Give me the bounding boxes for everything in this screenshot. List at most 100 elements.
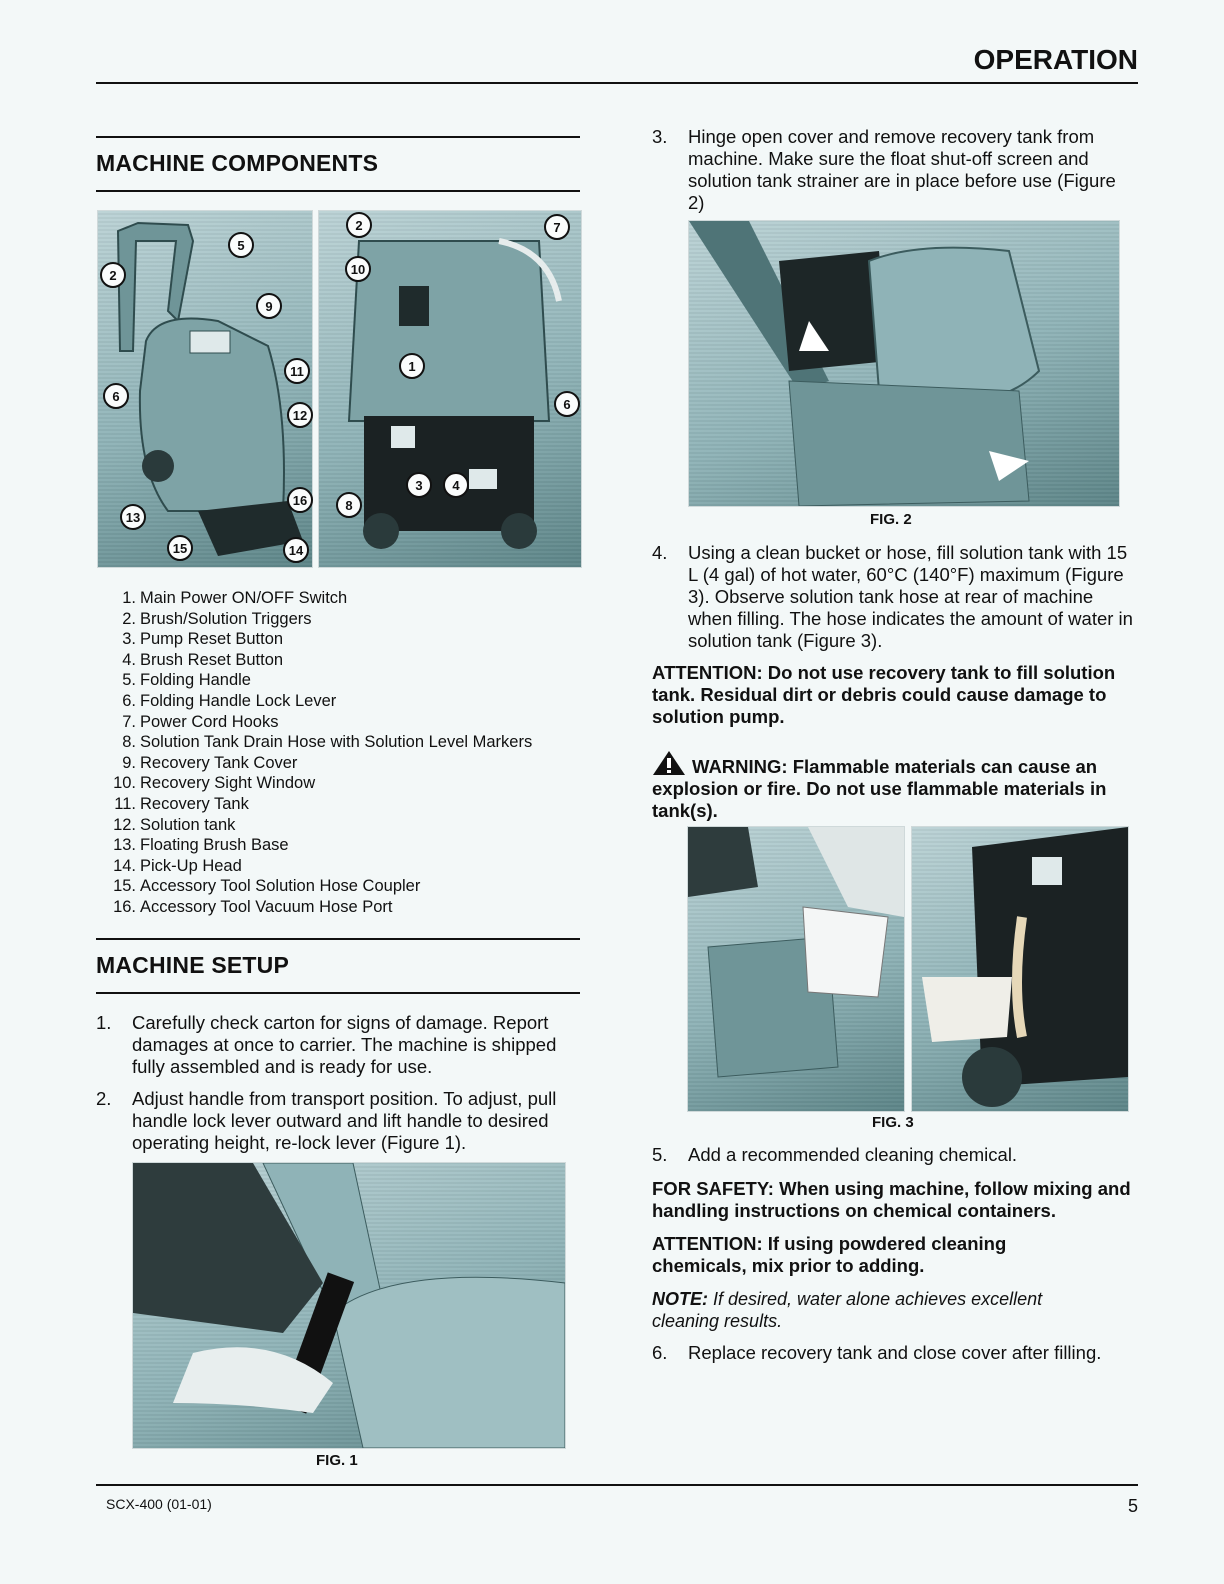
- list-item-label: Floating Brush Base: [140, 836, 289, 855]
- setup-step-1: 1. Carefully check carton for signs of d…: [96, 1012, 566, 1078]
- list-item-number: 3.: [122, 630, 136, 649]
- callout-16: 16: [287, 487, 313, 513]
- step-number: 3.: [652, 126, 668, 147]
- list-item-number: 10.: [113, 774, 136, 793]
- list-item-label: Accessory Tool Vacuum Hose Port: [140, 897, 393, 916]
- list-item-number: 2.: [122, 609, 136, 628]
- bucket-fill-illustration: [688, 827, 904, 1078]
- warning-flammable: WARNING: Flammable materials can cause a…: [652, 750, 1112, 822]
- list-item-label: Solution Tank Drain Hose with Solution L…: [140, 733, 533, 752]
- list-item-number: 15.: [113, 877, 136, 896]
- warning-triangle-icon: [653, 751, 685, 775]
- machine-rear-illustration: [347, 238, 562, 549]
- list-item-label: Recovery Tank Cover: [140, 753, 298, 772]
- attention-recovery-tank: ATTENTION: Do not use recovery tank to f…: [652, 662, 1116, 727]
- safety-instructions: FOR SAFETY: When using machine, follow m…: [652, 1178, 1131, 1221]
- step-number: 2.: [96, 1088, 112, 1109]
- list-item-label: Pick-Up Head: [140, 856, 242, 875]
- figure-3-photo-left: [687, 826, 905, 1112]
- setup-step-5: 5. Add a recommended cleaning chemical.: [652, 1144, 1138, 1166]
- callout-6-rear: 6: [554, 391, 580, 417]
- footer-rule: [96, 1484, 1138, 1486]
- list-item-label: Brush/Solution Triggers: [140, 609, 312, 628]
- step-text: Hinge open cover and remove recovery tan…: [688, 126, 1116, 213]
- list-item: 4.Brush Reset Button: [96, 650, 532, 671]
- callout-8: 8: [336, 492, 362, 518]
- list-item-label: Pump Reset Button: [140, 630, 284, 649]
- list-item: 15.Accessory Tool Solution Hose Coupler: [96, 876, 532, 897]
- callout-1: 1: [399, 353, 425, 379]
- note-water: NOTE: If desired, water alone achieves e…: [652, 1288, 1112, 1332]
- components-heading: MACHINE COMPONENTS: [96, 150, 379, 176]
- step-text: Using a clean bucket or hose, fill solut…: [688, 542, 1133, 651]
- list-item: 5.Folding Handle: [96, 670, 532, 691]
- setup-step-2: 2. Adjust handle from transport position…: [96, 1088, 572, 1154]
- list-item: 10.Recovery Sight Window: [96, 773, 532, 794]
- callout-3: 3: [406, 472, 432, 498]
- list-item: 2.Brush/Solution Triggers: [96, 609, 532, 630]
- setup-rule-top: [96, 938, 580, 940]
- callout-2: 2: [100, 262, 126, 288]
- recovery-tank-illustration: [689, 221, 1041, 506]
- callout-2-rear: 2: [346, 212, 372, 238]
- warning-text: WARNING: Flammable materials can cause a…: [652, 756, 1107, 821]
- figure-3-photo-right: [911, 826, 1129, 1112]
- note-label: NOTE:: [652, 1289, 708, 1309]
- section-rule-top: [96, 136, 580, 138]
- list-item-number: 4.: [122, 650, 136, 669]
- step-number: 6.: [652, 1342, 668, 1363]
- list-item: 11.Recovery Tank: [96, 794, 532, 815]
- drain-hose-illustration: [922, 827, 1128, 1107]
- list-item-label: Solution tank: [140, 815, 236, 834]
- list-item-label: Folding Handle Lock Lever: [140, 691, 337, 710]
- list-item: 9.Recovery Tank Cover: [96, 753, 532, 774]
- setup-step-4: 4. Using a clean bucket or hose, fill so…: [652, 542, 1138, 652]
- list-item-label: Recovery Tank: [140, 794, 249, 813]
- setup-step-6: 6. Replace recovery tank and close cover…: [652, 1342, 1138, 1364]
- callout-9: 9: [256, 293, 282, 319]
- page-section-title: OPERATION: [973, 44, 1138, 75]
- list-item-label: Brush Reset Button: [140, 650, 284, 669]
- list-item-number: 14.: [113, 856, 136, 875]
- section-rule-bottom: [96, 190, 580, 192]
- list-item-number: 11.: [114, 794, 136, 813]
- list-item-number: 9.: [122, 753, 136, 772]
- list-item: 7.Power Cord Hooks: [96, 712, 532, 733]
- figure-1-photo: [132, 1162, 566, 1449]
- callout-10: 10: [345, 256, 371, 282]
- callout-4: 4: [443, 472, 469, 498]
- list-item-number: 5.: [122, 671, 136, 690]
- list-item: 6.Folding Handle Lock Lever: [96, 691, 532, 712]
- list-item-number: 12.: [113, 815, 136, 834]
- callout-11: 11: [284, 358, 310, 384]
- list-item: 13.Floating Brush Base: [96, 835, 532, 856]
- page-number: 5: [1128, 1496, 1139, 1516]
- figure-3-caption: FIG. 3: [872, 1114, 914, 1131]
- setup-heading: MACHINE SETUP: [96, 952, 290, 978]
- list-item-number: 7.: [122, 712, 136, 731]
- callout-6: 6: [103, 383, 129, 409]
- machine-side-illustration: [116, 221, 303, 556]
- callout-12: 12: [287, 402, 313, 428]
- setup-step-3: 3. Hinge open cover and remove recovery …: [652, 126, 1122, 214]
- step-text: Adjust handle from transport position. T…: [132, 1088, 557, 1153]
- list-item-label: Accessory Tool Solution Hose Coupler: [140, 877, 421, 896]
- list-item: 1.Main Power ON/OFF Switch: [96, 588, 532, 609]
- figure-2-photo: [688, 220, 1120, 507]
- list-item-label: Power Cord Hooks: [140, 712, 279, 731]
- list-item-number: 1.: [122, 589, 136, 607]
- callout-13: 13: [120, 504, 146, 530]
- list-item: 12.Solution tank: [96, 815, 532, 836]
- list-item-label: Folding Handle: [140, 671, 251, 690]
- footer-model: SCX-400 (01-01): [106, 1496, 212, 1512]
- list-item: 14.Pick-Up Head: [96, 856, 532, 877]
- figure-2-caption: FIG. 2: [870, 511, 912, 528]
- step-number: 1.: [96, 1012, 112, 1033]
- list-item: 8.Solution Tank Drain Hose with Solution…: [96, 732, 532, 753]
- list-item-label: Recovery Sight Window: [140, 774, 316, 793]
- list-item-number: 13.: [113, 836, 136, 855]
- callout-15: 15: [167, 535, 193, 561]
- list-item: 16.Accessory Tool Vacuum Hose Port: [96, 897, 532, 918]
- step-text: Add a recommended cleaning chemical.: [688, 1144, 1018, 1165]
